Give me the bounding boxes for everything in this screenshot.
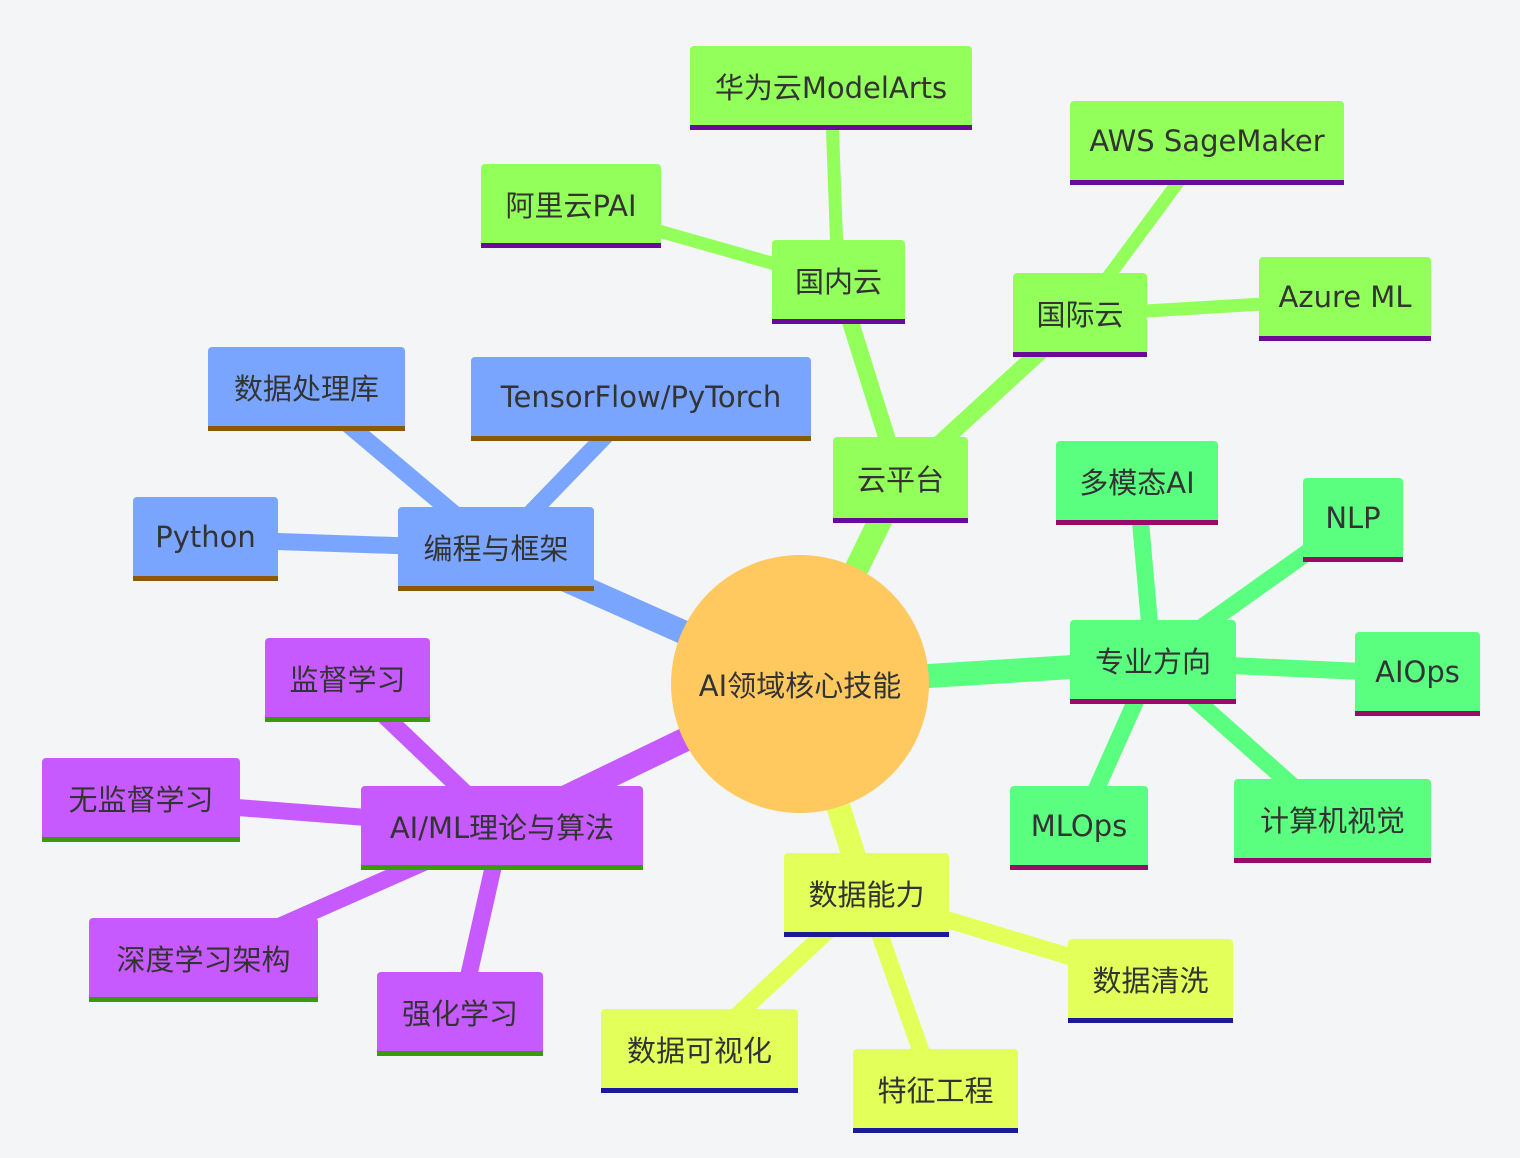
node-supervised-learning[interactable]: 监督学习 xyxy=(265,638,430,722)
node-nlp[interactable]: NLP xyxy=(1303,478,1403,562)
node-ai-ml-theory-label: AI/ML理论与算法 xyxy=(389,810,615,845)
node-ai-ml-theory[interactable]: AI/ML理论与算法 xyxy=(361,786,643,870)
node-mlops[interactable]: MLOps xyxy=(1010,786,1148,870)
node-programming-frameworks[interactable]: 编程与框架 xyxy=(398,507,594,591)
node-data-visualization[interactable]: 数据可视化 xyxy=(601,1009,798,1093)
node-huawei-modelarts[interactable]: 华为云ModelArts xyxy=(690,46,972,130)
node-cloud-platform-label: 云平台 xyxy=(856,462,944,497)
node-reinforcement-learning-label: 强化学习 xyxy=(401,996,518,1031)
node-supervised-learning-label: 监督学习 xyxy=(289,662,406,697)
node-data-visualization-label: 数据可视化 xyxy=(626,1033,772,1068)
node-programming-frameworks-label: 编程与框架 xyxy=(423,531,569,566)
node-data-processing-libs[interactable]: 数据处理库 xyxy=(208,347,405,431)
node-deep-learning-arch[interactable]: 深度学习架构 xyxy=(89,918,318,1002)
node-specialization[interactable]: 专业方向 xyxy=(1070,620,1236,704)
node-aiops[interactable]: AIOps xyxy=(1355,632,1480,716)
node-aws-sagemaker-label: AWS SageMaker xyxy=(1089,123,1325,158)
node-cloud-platform[interactable]: 云平台 xyxy=(833,437,968,523)
node-feature-engineering-label: 特征工程 xyxy=(877,1073,994,1108)
node-feature-engineering[interactable]: 特征工程 xyxy=(853,1049,1018,1133)
node-unsupervised-learning-label: 无监督学习 xyxy=(68,782,214,817)
node-specialization-label: 专业方向 xyxy=(1094,644,1211,679)
node-intl-cloud[interactable]: 国际云 xyxy=(1013,273,1147,357)
node-unsupervised-learning[interactable]: 无监督学习 xyxy=(42,758,240,842)
node-reinforcement-learning[interactable]: 强化学习 xyxy=(377,972,543,1056)
node-azure-ml[interactable]: Azure ML xyxy=(1259,257,1431,341)
node-aws-sagemaker[interactable]: AWS SageMaker xyxy=(1070,101,1344,185)
root-label: AI领域核心技能 xyxy=(698,669,902,703)
node-domestic-cloud[interactable]: 国内云 xyxy=(772,240,905,324)
node-multimodal-ai[interactable]: 多模态AI xyxy=(1056,441,1218,525)
node-data-skills[interactable]: 数据能力 xyxy=(784,853,949,937)
node-data-cleaning-label: 数据清洗 xyxy=(1092,963,1209,998)
node-computer-vision[interactable]: 计算机视觉 xyxy=(1234,779,1431,863)
node-tensorflow-pytorch[interactable]: TensorFlow/PyTorch xyxy=(471,357,811,441)
node-deep-learning-arch-label: 深度学习架构 xyxy=(116,942,291,977)
node-domestic-cloud-label: 国内云 xyxy=(794,264,882,299)
node-intl-cloud-label: 国际云 xyxy=(1036,297,1124,332)
node-data-cleaning[interactable]: 数据清洗 xyxy=(1068,939,1233,1023)
node-data-skills-label: 数据能力 xyxy=(808,877,925,912)
node-multimodal-ai-label: 多模态AI xyxy=(1079,465,1195,500)
node-python-label: Python xyxy=(155,519,256,554)
node-aliyun-pai[interactable]: 阿里云PAI xyxy=(481,164,661,248)
node-azure-ml-label: Azure ML xyxy=(1278,279,1412,314)
node-aiops-label: AIOps xyxy=(1375,654,1460,689)
node-huawei-modelarts-label: 华为云ModelArts xyxy=(714,70,948,105)
node-aliyun-pai-label: 阿里云PAI xyxy=(505,188,637,223)
root-node[interactable]: AI领域核心技能 xyxy=(671,555,929,813)
node-mlops-label: MLOps xyxy=(1030,808,1128,843)
node-python[interactable]: Python xyxy=(133,497,278,581)
node-tensorflow-pytorch-label: TensorFlow/PyTorch xyxy=(500,379,782,414)
node-computer-vision-label: 计算机视觉 xyxy=(1259,803,1405,838)
node-nlp-label: NLP xyxy=(1325,500,1381,535)
node-data-processing-libs-label: 数据处理库 xyxy=(233,371,379,406)
